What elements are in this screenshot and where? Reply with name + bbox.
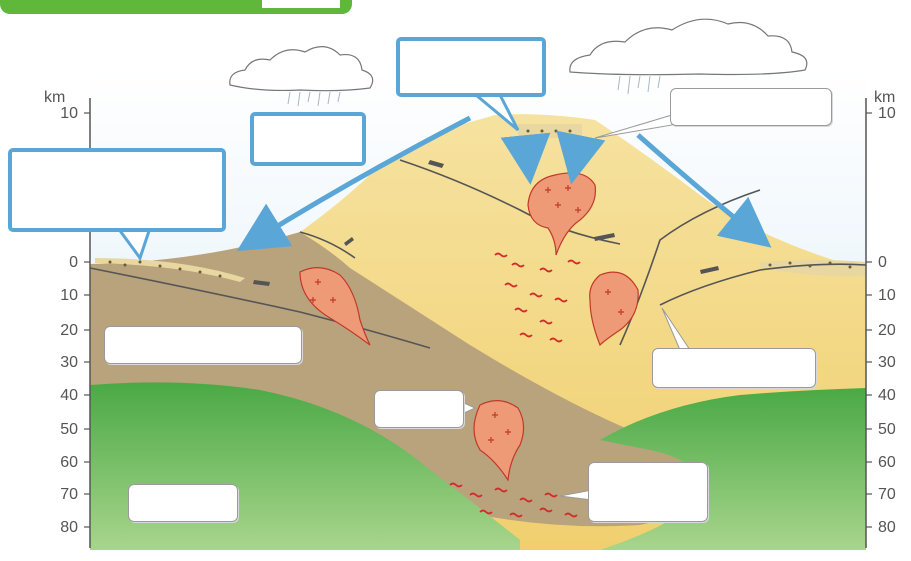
right-axis-unit: km [874,89,895,106]
label-box-bottom-left[interactable] [128,484,238,522]
right-axis-tick-label: 50 [878,421,896,438]
right-axis-tick-label: 40 [878,387,896,404]
right-axis-tick-label: 20 [878,322,896,339]
label-box-bottom-right[interactable] [588,462,708,522]
right-axis-tick-label: 70 [878,486,896,503]
right-axis: km 10 0 10 20 30 40 50 60 70 80 [866,89,896,548]
flow-arrow-crater-a [526,140,528,160]
cloud-left [230,47,373,91]
right-axis-tick-label: 60 [878,454,896,471]
right-axis-tick-label: 10 [878,287,896,304]
left-axis-tick-label: 10 [60,287,78,304]
left-axis-tick-label: 80 [60,519,78,536]
left-axis-tick-label: 70 [60,486,78,503]
label-box-rain[interactable] [250,112,366,166]
left-axis-tick-label: 40 [60,387,78,404]
right-axis-tick-label: 0 [878,254,887,271]
right-axis-tick-label: 30 [878,354,896,371]
left-axis-tick-label: 20 [60,322,78,339]
left-axis-tick-label: 10 [60,105,78,122]
label-box-left-slope[interactable] [8,148,226,232]
corner-tab-inset [262,0,340,8]
left-axis-tick-label: 30 [60,354,78,371]
right-axis-tick-label: 80 [878,519,896,536]
label-box-upper-left[interactable] [104,326,302,364]
right-axis-tick-label: 10 [878,105,896,122]
label-box-right-fault[interactable] [652,348,816,388]
label-box-summit[interactable] [396,37,546,97]
left-axis-tick-label: 50 [60,421,78,438]
cloud-right [570,19,807,74]
label-box-mid-left[interactable] [374,390,464,428]
left-axis-tick-label: 60 [60,454,78,471]
left-axis-unit: km [44,89,65,106]
label-box-crater[interactable] [670,88,832,126]
left-axis-tick-label: 0 [69,254,78,271]
